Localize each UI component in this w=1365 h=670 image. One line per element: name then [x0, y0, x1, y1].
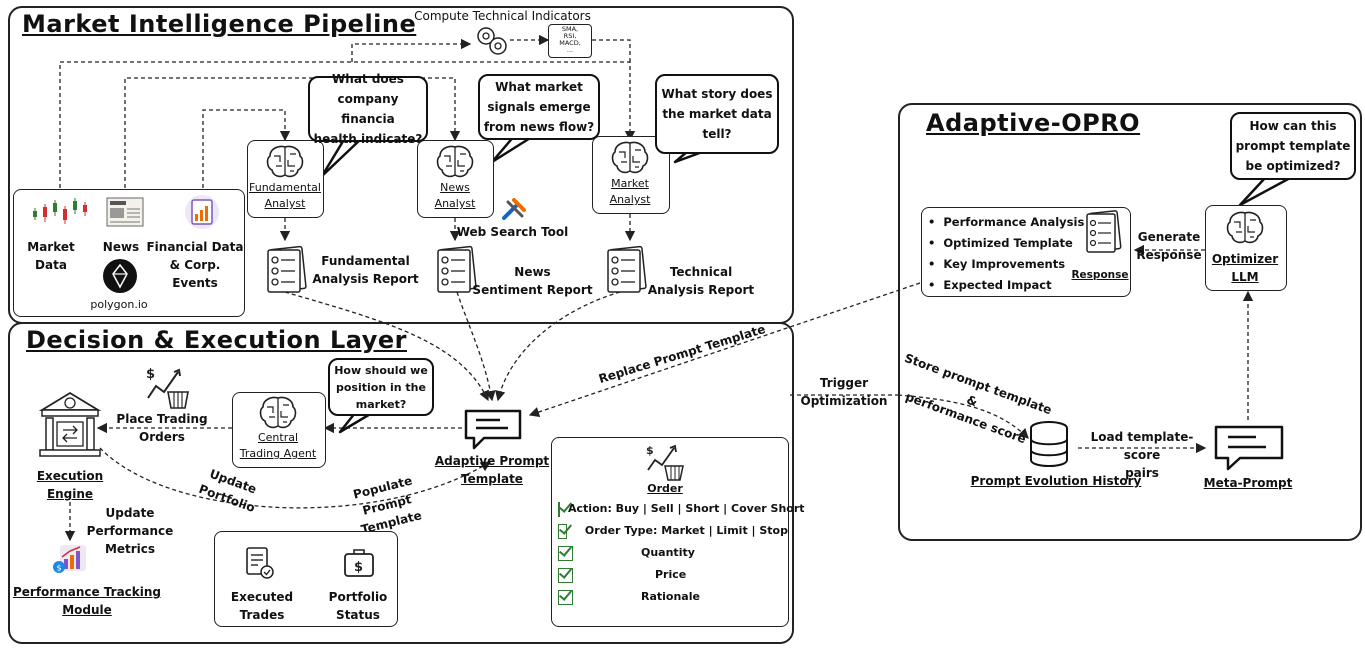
database-icon: [1030, 421, 1068, 467]
news-label: News: [102, 240, 140, 254]
load-pairs-label: Load template-score pairs: [1090, 430, 1194, 480]
performance-module-label: Performance Tracking Module: [12, 585, 162, 617]
candlestick-icon: [33, 198, 87, 224]
report-icon: [437, 245, 477, 293]
response-list: • Performance Analysis • Optimized Templ…: [928, 212, 1084, 296]
performance-chart-icon: $: [53, 545, 86, 573]
indicator-3: MACD,: [559, 39, 581, 47]
order-basket-icon: $: [646, 444, 684, 481]
svg-text:$: $: [354, 560, 363, 575]
wrench-hammer-icon: [502, 198, 526, 220]
response-item: • Key Improvements: [928, 257, 1066, 271]
financial-report-icon: [185, 195, 219, 229]
checkbox-icon: [558, 589, 573, 605]
pipeline-title: Market Intelligence Pipeline: [22, 10, 417, 38]
fundamental-question-bubble: What does company financia health indica…: [308, 72, 428, 146]
response-item: • Optimized Template: [928, 236, 1073, 250]
meta-prompt-label: Meta-Prompt: [1203, 476, 1293, 490]
report-icon: [607, 245, 647, 293]
news-report-label: News Sentiment Report: [472, 265, 593, 297]
news-analyst-label: News Analyst: [434, 181, 476, 210]
checkbox-icon: [558, 501, 560, 517]
portfolio-icon: $: [344, 549, 374, 577]
indicator-2: RSI,: [563, 32, 577, 40]
chat-template-icon: [464, 409, 522, 450]
technical-report-label: Technical Analysis Report: [647, 265, 755, 297]
bank-icon: [38, 391, 102, 457]
brain-icon: [259, 396, 297, 429]
fundamental-analyst-label: Fundamental Analyst: [249, 181, 321, 210]
checkbox-icon: [558, 545, 573, 561]
compute-indicators-label: Compute Technical Indicators: [414, 9, 591, 23]
execution-engine-label: Execution Engine: [36, 469, 104, 501]
order-item: Price: [558, 564, 788, 586]
order-item: Quantity: [558, 542, 788, 564]
trades-portfolio-box: [214, 531, 398, 627]
executed-trades-icon: [246, 547, 274, 579]
market-analyst-label: Market Analyst: [609, 177, 651, 206]
optimizer-label: Optimizer LLM: [1211, 252, 1279, 284]
indicator-1: SMA,: [561, 25, 579, 33]
brain-icon: [436, 145, 474, 178]
order-title: Order: [647, 482, 683, 495]
order-item: Rationale: [558, 586, 788, 608]
order-list: Action: Buy | Sell | Short | Cover Short…: [558, 498, 805, 608]
decision-title: Decision & Execution Layer: [26, 326, 407, 354]
central-agent-box: [232, 392, 326, 468]
polygon-logo-icon: [103, 259, 137, 293]
history-label: Prompt Evolution History: [970, 474, 1142, 488]
order-item: Action: Buy | Sell | Short | Cover Short: [558, 498, 805, 520]
meta-prompt-chat-icon: [1214, 425, 1284, 471]
indicator-4: ...: [566, 46, 574, 54]
agent-question-bubble: How should we position in the market?: [328, 358, 434, 416]
generate-response-label: Generate Response: [1136, 230, 1202, 262]
portfolio-status-label: Portfolio Status: [328, 590, 388, 622]
brain-icon: [611, 141, 649, 174]
market-data-label: Market Data: [27, 240, 75, 272]
polygon-label: polygon.io: [90, 298, 148, 311]
response-label: Response: [1071, 269, 1129, 281]
web-search-label: Web Search Tool: [456, 225, 569, 239]
trigger-optimization-label: Trigger Optimization: [800, 376, 888, 408]
report-icon: [267, 245, 307, 293]
fundamental-report-label: Fundamental Analysis Report: [312, 254, 419, 286]
executed-trades-label: Executed Trades: [230, 590, 294, 622]
order-item: Order Type: Market | Limit | Stop: [558, 520, 788, 542]
central-agent-label: Central Trading Agent: [239, 431, 317, 460]
adaptive-template-label: Adaptive Prompt Template: [434, 454, 550, 486]
market-question-bubble: What story does the market data tell?: [655, 74, 779, 154]
news-question-bubble: What market signals emerge from news flo…: [478, 74, 600, 140]
svg-text:$: $: [646, 444, 654, 457]
svg-text:$: $: [57, 564, 62, 573]
trading-basket-icon: $: [146, 367, 189, 409]
financial-data-label: Financial Data & Corp. Events: [146, 240, 244, 290]
brain-icon: [266, 145, 304, 178]
checkbox-icon: [558, 523, 567, 539]
svg-text:$: $: [146, 367, 155, 382]
update-metrics-label: Update Performance Metrics: [86, 506, 174, 556]
report-icon: [1086, 210, 1122, 253]
response-item: • Performance Analysis: [928, 215, 1085, 229]
indicators-box: SMA, RSI, MACD, ...: [548, 24, 592, 58]
opro-question-bubble: How can this prompt template be optimize…: [1230, 112, 1356, 180]
opro-title: Adaptive-OPRO: [926, 109, 1141, 137]
place-orders-label: Place Trading Orders: [116, 412, 208, 444]
response-item: • Expected Impact: [928, 278, 1052, 292]
brain-icon: [1226, 211, 1264, 244]
gears-icon: [477, 27, 507, 55]
checkbox-icon: [558, 567, 573, 583]
newspaper-icon: [106, 197, 144, 227]
